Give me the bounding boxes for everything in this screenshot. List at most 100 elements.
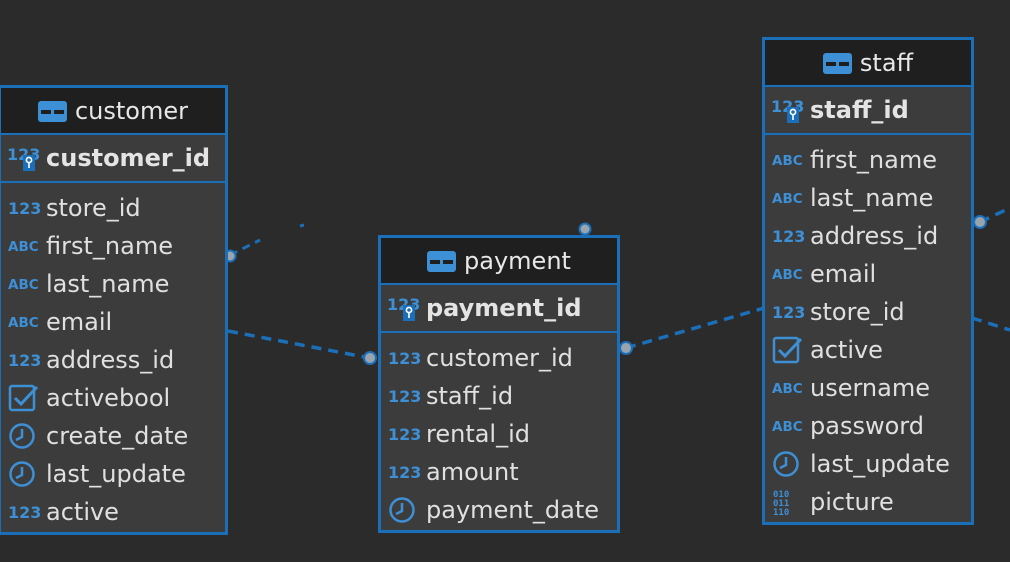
column-name: first_name [46,232,173,260]
svg-text:ABC: ABC [772,267,803,283]
column-name: last_update [46,460,186,488]
svg-text:ABC: ABC [8,277,39,293]
numeric-icon: 123 [387,458,421,486]
svg-text:ABC: ABC [772,381,803,397]
column-row[interactable]: ABC last_name [1,265,225,303]
column-row[interactable]: ABC password [765,407,971,445]
column-row[interactable]: ABC username [765,369,971,407]
numeric-icon: 123 [387,344,421,372]
entity-name: payment [464,246,571,275]
column-name: customer_id [46,144,211,172]
svg-text:123: 123 [388,425,421,444]
connector-endpoint [619,341,633,355]
string-icon: ABC [771,184,805,212]
datetime-icon [771,450,805,478]
column-name: staff_id [426,382,514,410]
numeric-icon: 123 [771,222,805,250]
datetime-icon [387,496,421,524]
svg-text:ABC: ABC [8,315,39,331]
column-name: address_id [810,222,939,250]
column-name: username [810,374,930,402]
entity-header[interactable]: staff [765,40,971,87]
string-icon: ABC [771,260,805,288]
column-name: address_id [46,346,175,374]
svg-text:011: 011 [773,499,789,509]
numeric-icon: 123 [7,498,41,526]
column-name: customer_id [426,344,573,372]
datetime-icon [7,422,41,450]
entity-header[interactable]: customer [1,88,225,135]
column-name: rental_id [426,420,531,448]
table-icon [37,100,67,122]
column-name: amount [426,458,519,486]
pk-numeric-icon: 123 [771,96,805,124]
column-name: last_name [46,270,170,298]
column-row[interactable]: active [765,331,971,369]
svg-text:010: 010 [773,490,789,500]
connector-customer-payment[interactable] [227,329,371,360]
column-row[interactable]: ABC email [1,303,225,341]
numeric-icon: 123 [7,194,41,222]
column-name: last_update [810,450,950,478]
primary-key-row[interactable]: 123 customer_id [1,135,225,183]
string-icon: ABC [7,308,41,336]
boolean-icon [7,384,41,412]
column-name: staff_id [810,96,909,124]
svg-text:ABC: ABC [8,239,39,255]
column-row[interactable]: activebool [1,379,225,417]
string-icon: ABC [7,232,41,260]
svg-text:ABC: ABC [772,191,803,207]
connector-staff-right-lower [971,316,1010,332]
column-row[interactable]: last_update [765,445,971,483]
numeric-icon: 123 [771,298,805,326]
column-row[interactable]: payment_date [381,491,617,529]
numeric-icon: 123 [387,420,421,448]
primary-key-row[interactable]: 123 payment_id [381,285,617,333]
string-icon: ABC [771,412,805,440]
connector-endpoint [578,222,592,236]
primary-key-row[interactable]: 123 staff_id [765,87,971,135]
column-name: first_name [810,146,937,174]
string-icon: ABC [7,270,41,298]
pk-numeric-icon: 123 [7,144,41,172]
column-name: create_date [46,422,189,450]
column-row[interactable]: create_date [1,417,225,455]
string-icon: ABC [771,146,805,174]
column-row[interactable]: last_update [1,455,225,493]
string-icon: ABC [771,374,805,402]
column-row[interactable]: 123 customer_id [381,339,617,377]
connector-endpoint [973,215,987,229]
entity-name: customer [74,96,188,125]
column-row[interactable]: 123 address_id [1,341,225,379]
boolean-icon [771,336,805,364]
svg-text:123: 123 [772,303,805,322]
datetime-icon [7,460,41,488]
connector-payment-staff[interactable] [625,306,765,350]
svg-text:123: 123 [388,349,421,368]
svg-text:123: 123 [8,351,41,370]
column-row[interactable]: ABC last_name [765,179,971,217]
column-row[interactable]: ABC first_name [1,227,225,265]
entity-header[interactable]: payment [381,238,617,285]
svg-text:123: 123 [8,199,41,218]
column-name: password [810,412,924,440]
svg-text:ABC: ABC [772,419,803,435]
column-row[interactable]: 123 rental_id [381,415,617,453]
column-name: picture [810,488,894,516]
column-name: last_name [810,184,934,212]
column-name: email [46,308,113,336]
